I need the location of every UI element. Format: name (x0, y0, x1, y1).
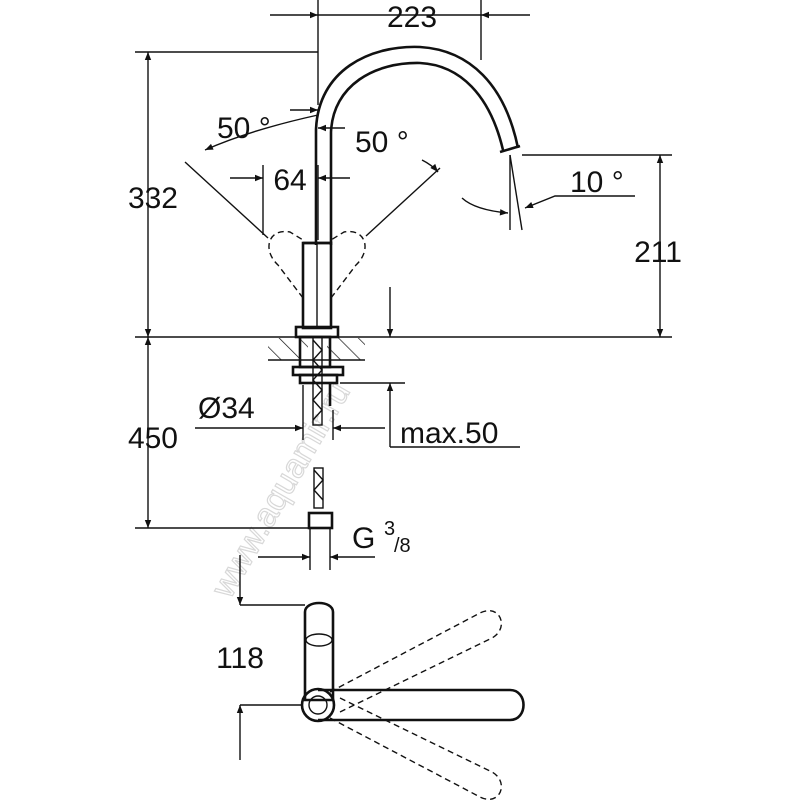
label-thread-num: 3 (384, 518, 395, 540)
dimension-hose-length: 450 (128, 337, 310, 529)
dimension-spout-height: 211 (522, 154, 682, 337)
label-50-right: 50 ° (355, 126, 409, 159)
label-50-left: 50 ° (217, 112, 271, 145)
label-118: 118 (216, 642, 264, 675)
dimension-lever-spacing: 64 (230, 164, 350, 240)
mounting-section (268, 335, 365, 426)
plan-view (300, 601, 525, 800)
label-thread-g: G (352, 522, 375, 555)
dimension-thread: G 3 /8 (258, 518, 411, 561)
dimension-spout-reach: 223 (270, 0, 530, 105)
label-211: 211 (634, 236, 682, 269)
dimension-total-height: 332 (128, 51, 318, 337)
label-64: 64 (273, 164, 306, 197)
dimension-lever-angles: 50 ° 50 ° (184, 106, 441, 239)
dimension-counter-thickness: max.50 (340, 287, 520, 450)
spout (314, 45, 521, 245)
faucet-body (268, 230, 366, 339)
label-223: 223 (387, 1, 437, 34)
label-diameter-34: Ø34 (198, 392, 255, 425)
label-332: 332 (128, 182, 178, 215)
label-10-degree: 10 ° (570, 166, 624, 199)
label-max-50: max.50 (400, 417, 498, 450)
dimension-hole-diameter: Ø34 (195, 385, 385, 440)
dimension-plan-depth: 118 (216, 555, 305, 760)
label-450: 450 (128, 422, 178, 455)
hose-connection (307, 467, 334, 570)
dimension-spout-angle: 10 ° (461, 154, 635, 231)
label-thread-den: /8 (394, 535, 411, 557)
